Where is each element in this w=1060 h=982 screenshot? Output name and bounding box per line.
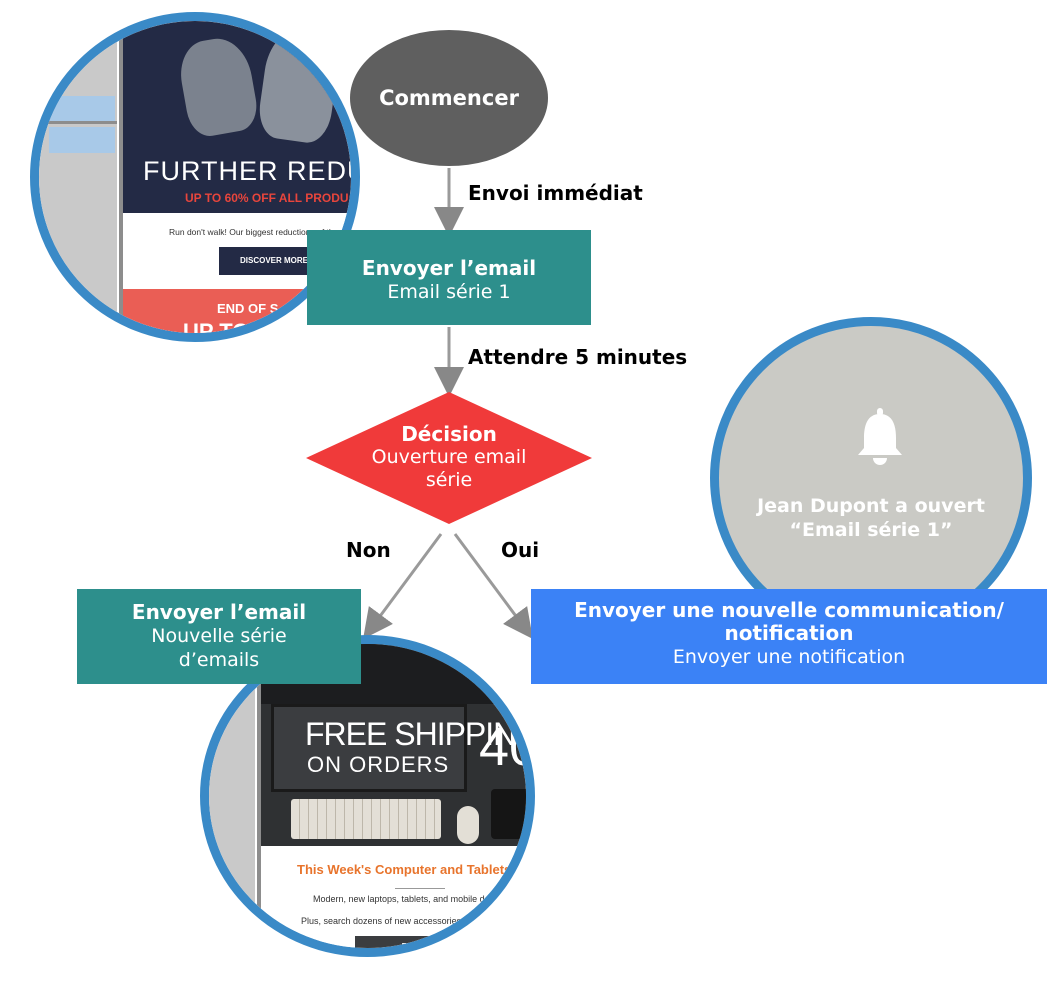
promo-copy: Run don't walk! Our biggest reductions o… (169, 227, 345, 237)
send-notification-title-line1: Envoyer une nouvelle communication/ (574, 598, 1004, 622)
decision-diamond-shape (306, 392, 592, 524)
promo-email-preview-bottom: FREE SHIPPING ON ORDERS 40 This Week's C… (200, 635, 535, 957)
notification-line1: Jean Dupont a ouvert (757, 495, 985, 517)
promo-text-line1: Modern, new laptops, tablets, and mobile… (313, 894, 506, 904)
send-email-new-series-title: Envoyer l’email (131, 600, 307, 624)
free-shipping-line1: FREE SHIPPING (305, 716, 535, 752)
preview-sidebar (209, 644, 255, 948)
send-notification-title-line2: notification (724, 621, 854, 645)
edge-label-immediate: Envoi immédiat (468, 181, 643, 205)
edge-label-yes: Oui (501, 538, 540, 562)
shoes-hero-image: FURTHER REDUC UP TO 60% OFF ALL PRODU (123, 21, 351, 213)
mouse-image (457, 806, 479, 844)
preview-sidebar (39, 21, 117, 333)
send-email-subtitle: Email série 1 (387, 281, 511, 303)
promo-text-line2: Plus, search dozens of new accessories f… (301, 916, 484, 926)
free-shipping-line2: ON ORDERS (307, 752, 450, 777)
send-email-new-series-node: Envoyer l’email Nouvelle série d’emails (77, 589, 361, 684)
divider (395, 888, 445, 889)
find-button: FIND C (355, 936, 475, 948)
start-node: Commencer (350, 30, 548, 166)
decision-line2: série (425, 469, 473, 491)
footer-line2: UP TO (183, 319, 250, 342)
decision-node: Décision Ouverture email série (306, 392, 592, 524)
decision-line1: Ouverture email (371, 446, 527, 468)
edge-label-no: Non (346, 538, 391, 562)
decision-title: Décision (401, 422, 497, 446)
send-email-new-series-line1: Nouvelle série (151, 625, 287, 647)
footer-line1: END OF S (217, 301, 279, 316)
arrow-decision-to-yes (453, 533, 533, 640)
send-notification-node: Envoyer une nouvelle communication/ noti… (531, 589, 1047, 684)
notification-line2: “Email série 1” (789, 519, 953, 541)
email-preview-panel: FURTHER REDUC UP TO 60% OFF ALL PRODU Ru… (119, 21, 351, 333)
bell-icon (858, 408, 902, 465)
send-email-node: Envoyer l’email Email série 1 (307, 230, 591, 325)
send-email-new-series-line2: d’emails (178, 649, 260, 671)
promo-email-preview-top: FURTHER REDUC UP TO 60% OFF ALL PRODU Ru… (30, 12, 360, 342)
arrow-decision-to-no (363, 533, 443, 640)
free-shipping-amount: 40 (479, 717, 535, 777)
email-preview-panel: FREE SHIPPING ON ORDERS 40 This Week's C… (257, 644, 535, 948)
edge-label-wait: Attendre 5 minutes (468, 345, 688, 369)
promo-heading: This Week's Computer and Tablets (297, 862, 512, 877)
keyboard-image (291, 799, 441, 839)
notification-circle: Jean Dupont a ouvert “Email série 1” (710, 317, 1032, 639)
promo-headline: FURTHER REDUC (143, 156, 351, 186)
send-email-title: Envoyer l’email (361, 256, 537, 280)
promo-subheadline: UP TO 60% OFF ALL PRODU (185, 191, 349, 205)
send-notification-subtitle: Envoyer une notification (672, 646, 906, 668)
